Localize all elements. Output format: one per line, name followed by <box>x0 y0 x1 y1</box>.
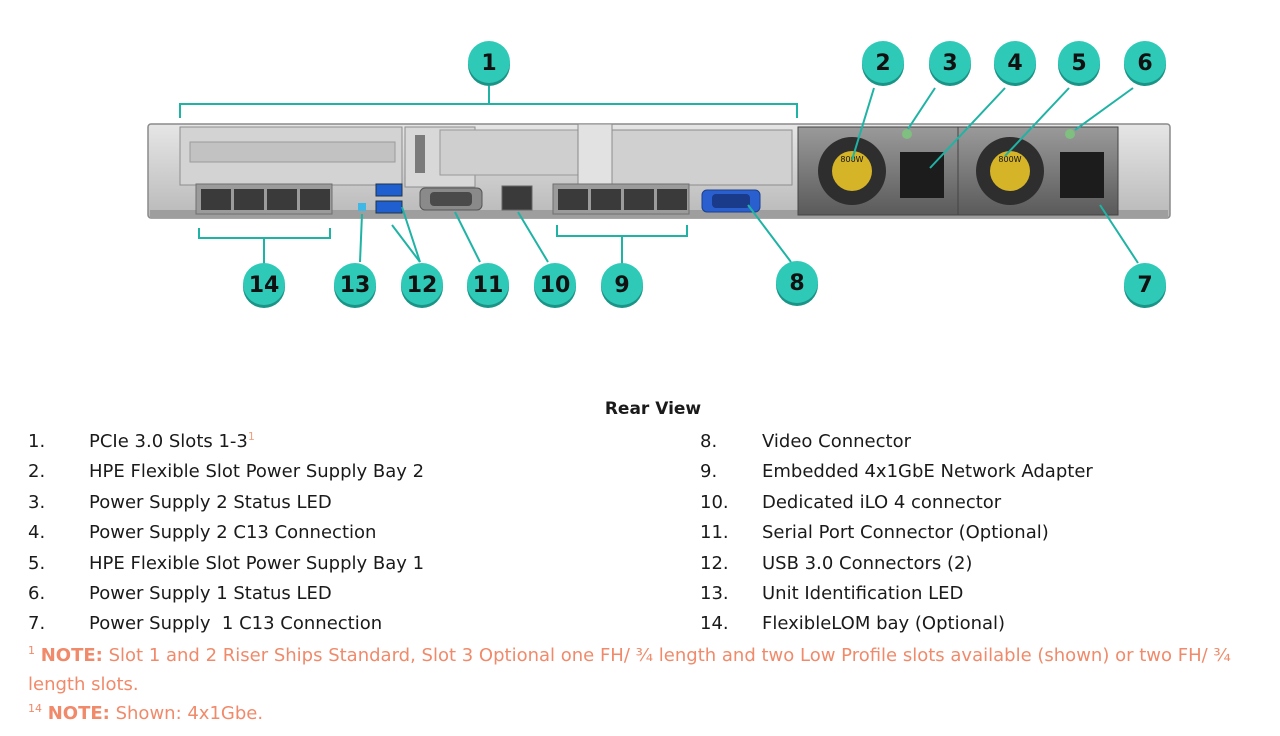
svg-text:14: 14 <box>249 273 280 298</box>
psu-1-status-led <box>1065 129 1075 139</box>
callout-1: 1 <box>468 41 510 86</box>
svg-text:2: 2 <box>875 51 890 76</box>
callout-6: 6 <box>1124 41 1166 86</box>
svg-text:8: 8 <box>789 271 804 296</box>
footnote-marker: 14 <box>28 702 42 715</box>
item-label: Embedded 4x1GbE Network Adapter <box>762 461 1093 483</box>
item-number: 2. <box>28 461 46 483</box>
item-label: Power Supply 1 Status LED <box>89 582 332 604</box>
pcie-slots-area <box>179 123 793 191</box>
svg-text:9: 9 <box>614 273 629 298</box>
power-supply-bay-2: 800W <box>797 126 959 216</box>
callout-11: 11 <box>467 263 509 308</box>
item-label: Dedicated iLO 4 connector <box>762 491 1002 513</box>
callout-2: 2 <box>862 41 904 86</box>
svg-text:4: 4 <box>1007 51 1022 76</box>
callout-badges: 1 2 3 4 5 6 7 8 9 10 11 12 13 14 <box>243 41 1166 308</box>
svg-text:10: 10 <box>540 273 571 298</box>
item-label: Power Supply 1 C13 Connection <box>89 613 383 635</box>
callout-7: 7 <box>1124 263 1166 308</box>
item-label: HPE Flexible Slot Power Supply Bay 2 <box>89 461 425 483</box>
item-number: 9. <box>700 461 718 483</box>
callout-9: 9 <box>601 263 643 308</box>
item-label: Serial Port Connector (Optional) <box>762 522 1049 544</box>
item-label: HPE Flexible Slot Power Supply Bay 1 <box>89 552 425 574</box>
item-number: 4. <box>28 522 46 544</box>
psu-2-status-led <box>902 129 912 139</box>
item-number: 3. <box>28 491 46 513</box>
item-number: 5. <box>28 552 46 574</box>
item-number: 1. <box>28 431 46 452</box>
server-rear-diagram: 800W 800W 1 2 3 4 5 <box>147 41 1171 308</box>
psu-1-label: 800W <box>998 155 1021 164</box>
callout-5: 5 <box>1058 41 1100 86</box>
svg-text:7: 7 <box>1137 273 1152 298</box>
item-label: USB 3.0 Connectors (2) <box>762 552 973 574</box>
item-number: 7. <box>28 613 46 635</box>
item-number: 10. <box>700 491 729 513</box>
item-number: 8. <box>700 431 718 452</box>
item-number: 14. <box>700 613 729 635</box>
item-label: PCIe 3.0 Slots 1-3 <box>89 431 248 452</box>
note-text: Slot 1 and 2 Riser Ships Standard, Slot … <box>28 645 1231 695</box>
callout-10: 10 <box>534 263 576 308</box>
footnote-marker: 1 <box>28 644 35 657</box>
item-label: Unit Identification LED <box>762 582 964 604</box>
item-label: Power Supply 2 Status LED <box>89 491 332 513</box>
power-supply-bay-1: 800W <box>957 126 1119 216</box>
svg-text:3: 3 <box>942 51 957 76</box>
svg-text:12: 12 <box>407 273 438 298</box>
callout-13: 13 <box>334 263 376 308</box>
item-number: 6. <box>28 582 46 604</box>
callout-4: 4 <box>994 41 1036 86</box>
svg-text:1: 1 <box>481 51 496 76</box>
item-number: 11. <box>700 522 729 544</box>
callout-8: 8 <box>776 261 818 306</box>
note-label: NOTE: <box>40 645 103 666</box>
item-label: FlexibleLOM bay (Optional) <box>762 613 1006 635</box>
flexiblelom-ports <box>195 183 333 215</box>
item-number: 13. <box>700 582 729 604</box>
footnote-marker: 1 <box>247 430 255 443</box>
item-label: Power Supply 2 C13 Connection <box>89 522 377 544</box>
figure-title: Rear View <box>604 399 702 419</box>
item-number: 12. <box>700 552 729 574</box>
svg-text:13: 13 <box>340 273 371 298</box>
item-label: Video Connector <box>762 431 911 452</box>
svg-text:6: 6 <box>1137 51 1152 76</box>
ilo-port <box>501 185 533 211</box>
serial-port <box>419 187 483 211</box>
svg-text:11: 11 <box>473 273 504 298</box>
svg-text:5: 5 <box>1071 51 1086 76</box>
callout-14: 14 <box>243 263 285 308</box>
leader-lines <box>179 86 1139 264</box>
note-text: Shown: 4x1Gbe. <box>109 703 264 724</box>
embedded-network-ports <box>552 183 690 215</box>
callout-3: 3 <box>929 41 971 86</box>
uid-led <box>358 203 366 211</box>
callout-12: 12 <box>401 263 443 308</box>
footnote-14: 14 NOTE: Shown: 4x1Gbe. <box>28 699 1278 728</box>
item-text: PCIe 3.0 Slots 1-31 <box>89 428 255 456</box>
note-label: NOTE: <box>47 703 110 724</box>
footnote-1: 1 NOTE: Slot 1 and 2 Riser Ships Standar… <box>28 641 1278 699</box>
vga-port <box>701 189 761 213</box>
